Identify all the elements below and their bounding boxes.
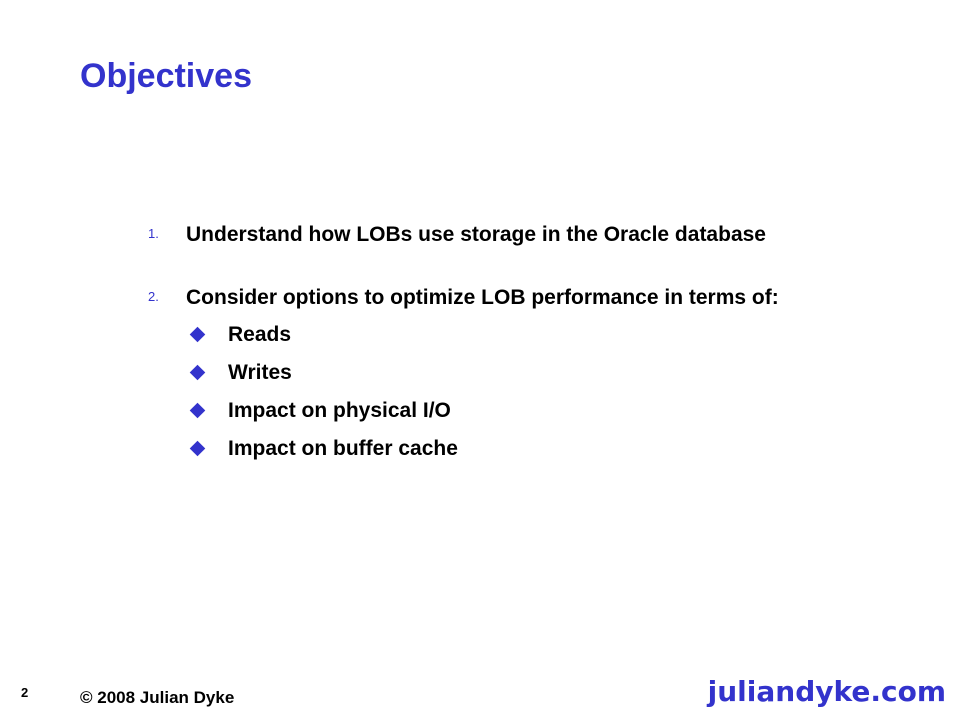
diamond-bullet-icon	[189, 402, 206, 419]
objective-sub-list: Reads Writes Impact on physical I/O Impa…	[189, 319, 808, 471]
objective-item: 2. Consider options to optimize LOB perf…	[148, 282, 808, 471]
objective-text: Understand how LOBs use storage in the O…	[186, 223, 766, 246]
sub-list-item: Writes	[189, 357, 808, 395]
sub-list-item: Reads	[189, 319, 808, 357]
objective-number: 1.	[148, 226, 159, 241]
objective-number: 2.	[148, 289, 159, 304]
objective-item: 1. Understand how LOBs use storage in th…	[148, 219, 808, 250]
diamond-bullet-icon	[189, 364, 206, 381]
sub-item-text: Reads	[228, 323, 292, 346]
objectives-list: 1. Understand how LOBs use storage in th…	[148, 219, 808, 503]
sub-list-item: Impact on buffer cache	[189, 433, 808, 471]
sub-item-text: Writes	[228, 361, 292, 384]
diamond-bullet-icon	[189, 326, 206, 343]
objective-text: Consider options to optimize LOB perform…	[186, 286, 779, 309]
brand-logo-text: juliandyke.com	[707, 675, 946, 708]
diamond-bullet-icon	[189, 440, 206, 457]
sub-item-text: Impact on buffer cache	[228, 437, 458, 460]
copyright-notice: © 2008 Julian Dyke	[80, 688, 235, 707]
sub-item-text: Impact on physical I/O	[228, 399, 451, 422]
slide-title: Objectives	[80, 57, 252, 95]
sub-list-item: Impact on physical I/O	[189, 395, 808, 433]
page-number: 2	[21, 685, 29, 700]
